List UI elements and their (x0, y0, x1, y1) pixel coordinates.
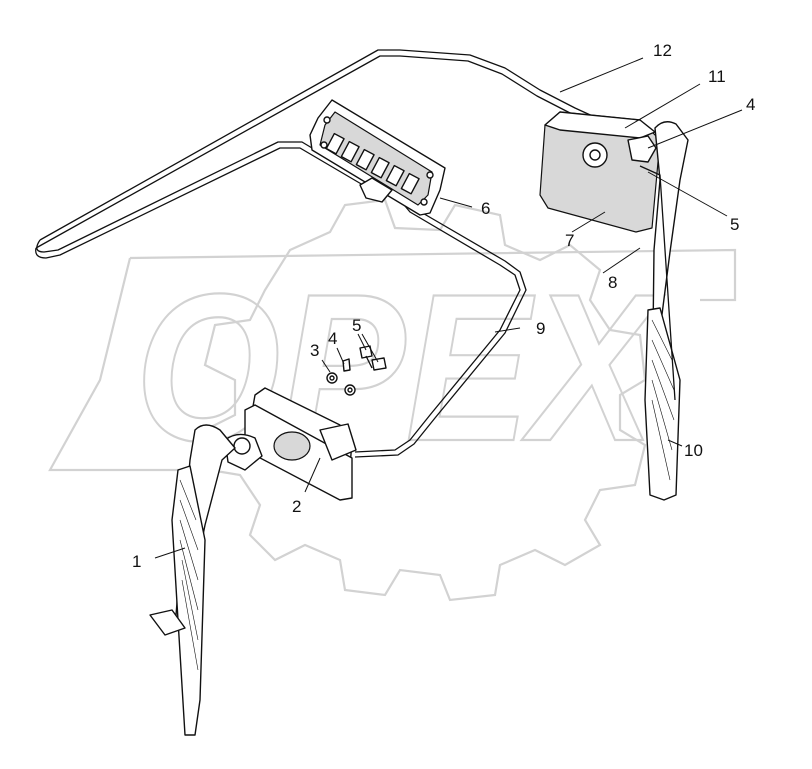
left-wiper (149, 424, 236, 736)
callouts: 1 2 3 4 5 4 5 6 7 8 9 10 11 12 (132, 41, 755, 571)
washer-hose-9 (354, 195, 527, 458)
callout-9: 9 (536, 319, 545, 338)
callout-6: 6 (481, 199, 490, 218)
callout-3: 3 (310, 341, 319, 360)
callout-5: 5 (730, 215, 739, 234)
callout-7: 7 (565, 231, 574, 250)
callout-11: 11 (708, 67, 726, 86)
left-wiper-motor (224, 387, 357, 501)
callout-2: 2 (292, 497, 301, 516)
switch-buttons (325, 132, 420, 195)
hardware-parts (326, 345, 387, 396)
washer-tank (539, 111, 661, 233)
callout-4-small: 4 (328, 329, 337, 348)
callout-4: 4 (746, 95, 755, 114)
watermark: OPEX (48, 198, 737, 602)
right-wiper (639, 121, 689, 501)
callout-10: 10 (684, 441, 703, 460)
leader-lines (154, 57, 743, 559)
switch-panel (309, 99, 446, 216)
callout-5-small: 5 (352, 316, 361, 335)
callout-1: 1 (132, 552, 141, 571)
callout-12: 12 (653, 41, 672, 60)
callout-8: 8 (608, 273, 617, 292)
watermark-bar (48, 248, 737, 472)
